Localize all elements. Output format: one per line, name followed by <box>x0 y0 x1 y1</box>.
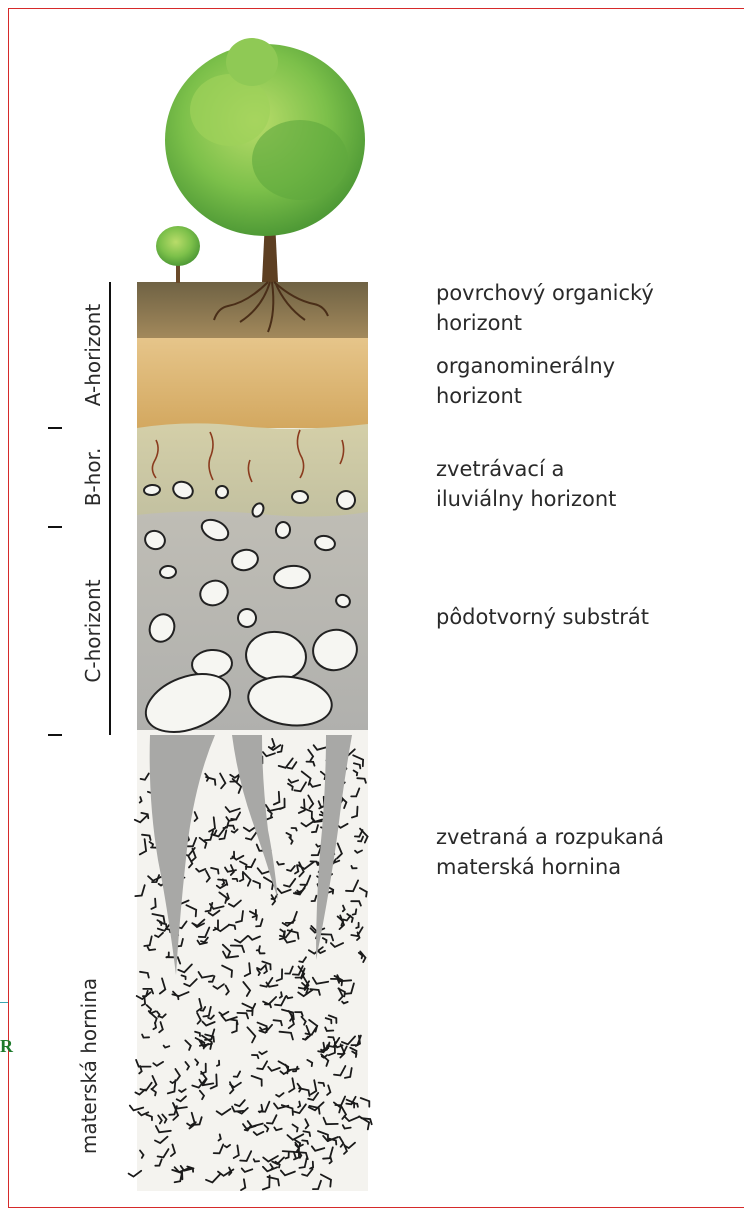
rock-fragment <box>215 485 228 498</box>
label-line: pôdotvorný substrát <box>436 602 649 632</box>
label-line: povrchový organický <box>436 278 654 308</box>
label-line: iluviálny horizont <box>436 484 616 514</box>
organomineral-layer <box>137 338 368 428</box>
rock-fragment <box>144 484 161 495</box>
label-line: zvetrávací a <box>436 454 616 484</box>
label-organic-horizon: povrchový organický horizont <box>436 278 654 338</box>
label-line: materská hornina <box>436 852 664 882</box>
weathering-layer <box>137 423 368 520</box>
label-line: organominerálny <box>436 351 615 381</box>
label-weathered-bedrock: zvetraná a rozpukaná materská hornina <box>436 822 664 882</box>
label-a-horizon: A-horizont <box>81 304 105 407</box>
label-substrate: pôdotvorný substrát <box>436 602 649 632</box>
rock-fragment <box>160 565 177 578</box>
label-weathering-horizon: zvetrávací a iluviálny horizont <box>436 454 616 514</box>
small-tree <box>156 226 200 283</box>
label-c-horizon: C-horizont <box>81 579 105 682</box>
label-line: zvetraná a rozpukaná <box>436 822 664 852</box>
label-line: horizont <box>436 381 615 411</box>
rock-fragment <box>292 490 309 503</box>
label-b-horizon: B-hor. <box>81 448 105 507</box>
label-organomineral-horizon: organominerálny horizont <box>436 351 615 411</box>
label-bedrock: materská hornina <box>77 978 101 1154</box>
label-line: horizont <box>436 308 654 338</box>
